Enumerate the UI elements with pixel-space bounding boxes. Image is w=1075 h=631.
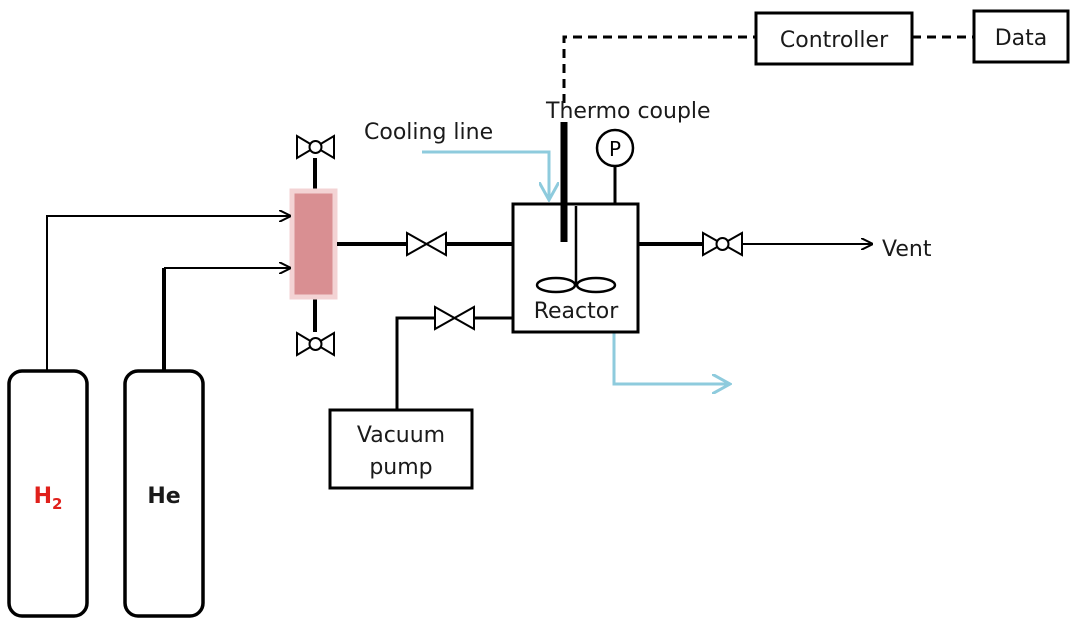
needle-valve-top-icon [296,134,335,160]
vacuum-pump-label-line1: Vacuum [357,423,445,448]
cooling-line-outlet [612,333,730,384]
ball-valve-vent-icon [702,231,743,257]
pressure-gauge-label: P [609,137,621,161]
gate-valve-inlet-icon [406,231,447,257]
needle-valve-bottom-icon [296,331,335,357]
data-label: Data [995,26,1048,51]
controller-label: Controller [780,28,889,53]
signal-line-thermocouple [562,35,756,103]
vacuum-pump-box: Vacuum pump [328,408,474,490]
controller-box: Controller [754,11,914,66]
he-cylinder: He [123,369,205,618]
cooling-line-inlet [422,150,549,200]
h2-cylinder-label: H2 [34,484,63,513]
he-cylinder-label: He [147,484,180,509]
h2-cylinder: H2 [7,369,89,618]
filter-cartridge [289,188,338,300]
h2-subscript: 2 [52,495,62,513]
vent-label: Vent [882,237,932,262]
vacuum-pipe [395,316,435,410]
vacuum-pump-label-line2: pump [369,455,432,480]
stirrer-icon [535,276,617,294]
data-box: Data [972,9,1070,64]
h2-feed-line [46,216,290,370]
reactor-label: Reactor [534,299,619,324]
thermocouple-label: Thermo couple [545,99,711,124]
gate-valve-vacuum-icon [434,305,475,331]
h2-main-text: H [34,484,52,509]
reactor: Reactor [511,202,640,334]
pressure-gauge: P [595,128,635,204]
cooling-line-label: Cooling line [364,120,493,145]
